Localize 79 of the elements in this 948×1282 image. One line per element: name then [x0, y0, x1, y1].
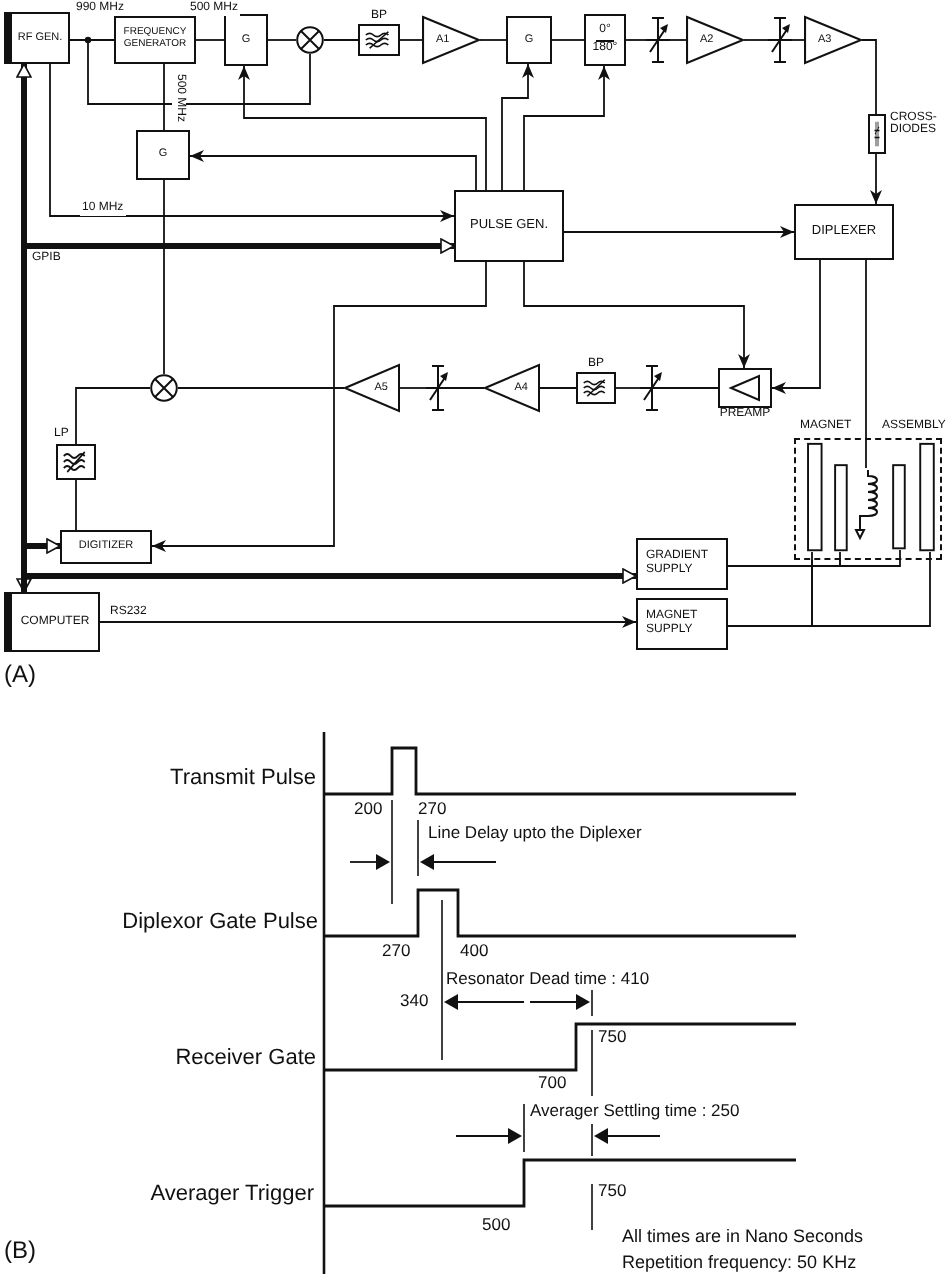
- connector-line: [75, 387, 151, 445]
- attenuator-symbol: [768, 12, 792, 68]
- connector-line: [563, 226, 795, 238]
- connector-line: [771, 259, 821, 394]
- connector-line: [399, 387, 427, 389]
- block-box: [4, 12, 70, 64]
- mixer-symbol: [150, 374, 178, 402]
- connector-line: [49, 63, 455, 222]
- time-value: 270: [382, 942, 411, 961]
- block-box: [114, 16, 196, 64]
- annotation-text: Averager Settling time : 250: [530, 1102, 740, 1121]
- time-value: 340: [400, 992, 429, 1011]
- amplifier-triangle: [344, 364, 400, 412]
- phase-shifter-box: [584, 14, 626, 66]
- block-box: [136, 130, 190, 180]
- connector-line: [449, 387, 485, 389]
- connector-line: [791, 39, 805, 41]
- connector-line: [163, 179, 165, 375]
- signal-name: Diplexor Gate Pulse: [122, 910, 318, 935]
- block-box: [636, 538, 728, 590]
- connector-line: [99, 616, 637, 628]
- time-value: 200: [354, 800, 383, 819]
- connector-line: [479, 39, 507, 41]
- time-value: 400: [460, 942, 489, 961]
- connector-line: [163, 63, 165, 131]
- connector-line: [523, 65, 610, 191]
- bus-line: [21, 568, 637, 592]
- block-box: [636, 598, 728, 650]
- connector-line: [625, 39, 647, 41]
- attenuator-symbol: [426, 360, 450, 416]
- connector-line: [151, 261, 487, 552]
- block-box: [506, 16, 552, 64]
- connector-line: [861, 39, 877, 115]
- connector-line: [669, 39, 687, 41]
- amplifier-triangle: [484, 364, 540, 412]
- connector-line: [75, 479, 77, 531]
- block-box: [60, 530, 152, 564]
- block-box: [794, 204, 894, 260]
- connector-line: [663, 387, 719, 389]
- connector-line: [189, 150, 477, 191]
- connector-line: [323, 39, 359, 41]
- annotation-text: Line Delay upto the Diplexer: [428, 824, 642, 843]
- block-box: [224, 14, 268, 66]
- signal-name: Averager Trigger: [150, 1182, 314, 1207]
- note-text: Repetition frequency: 50 KHz: [622, 1254, 857, 1274]
- signal-name: Receiver Gate: [175, 1046, 316, 1071]
- connector-line: [501, 63, 534, 191]
- connector-line: [177, 387, 345, 389]
- connector-line: [870, 153, 882, 205]
- attenuator-symbol: [646, 12, 670, 68]
- panel-label: (B): [4, 1238, 36, 1265]
- time-value: 750: [598, 1028, 627, 1047]
- annotation-text: Resonator Dead time : 410: [446, 970, 650, 989]
- connector-line: [743, 39, 769, 41]
- connector-line: [551, 39, 585, 41]
- time-value: 270: [418, 800, 447, 819]
- amplifier-triangle: [804, 16, 862, 64]
- connector-line: [523, 261, 750, 369]
- connector-line: [865, 259, 867, 469]
- block-box: [454, 190, 564, 262]
- signal-name: Transmit Pulse: [170, 766, 316, 791]
- time-value: 500: [482, 1216, 511, 1235]
- note-text: All times are in Nano Seconds: [622, 1228, 864, 1248]
- block-box: [4, 592, 100, 652]
- connector-line: [69, 39, 311, 105]
- bus-line: [16, 63, 32, 593]
- connector-line: [399, 39, 423, 41]
- mixer-symbol: [296, 26, 324, 54]
- connector-line: [267, 39, 297, 41]
- connector-line: [727, 559, 841, 567]
- amplifier-triangle: [686, 16, 744, 64]
- time-value: 700: [538, 1074, 567, 1093]
- connector-line: [238, 65, 487, 191]
- time-value: 750: [598, 1182, 627, 1201]
- connector-line: [539, 387, 577, 389]
- connector-line: [195, 39, 225, 41]
- amplifier-triangle: [422, 16, 480, 64]
- attenuator-symbol: [640, 360, 664, 416]
- connector-line: [615, 387, 641, 389]
